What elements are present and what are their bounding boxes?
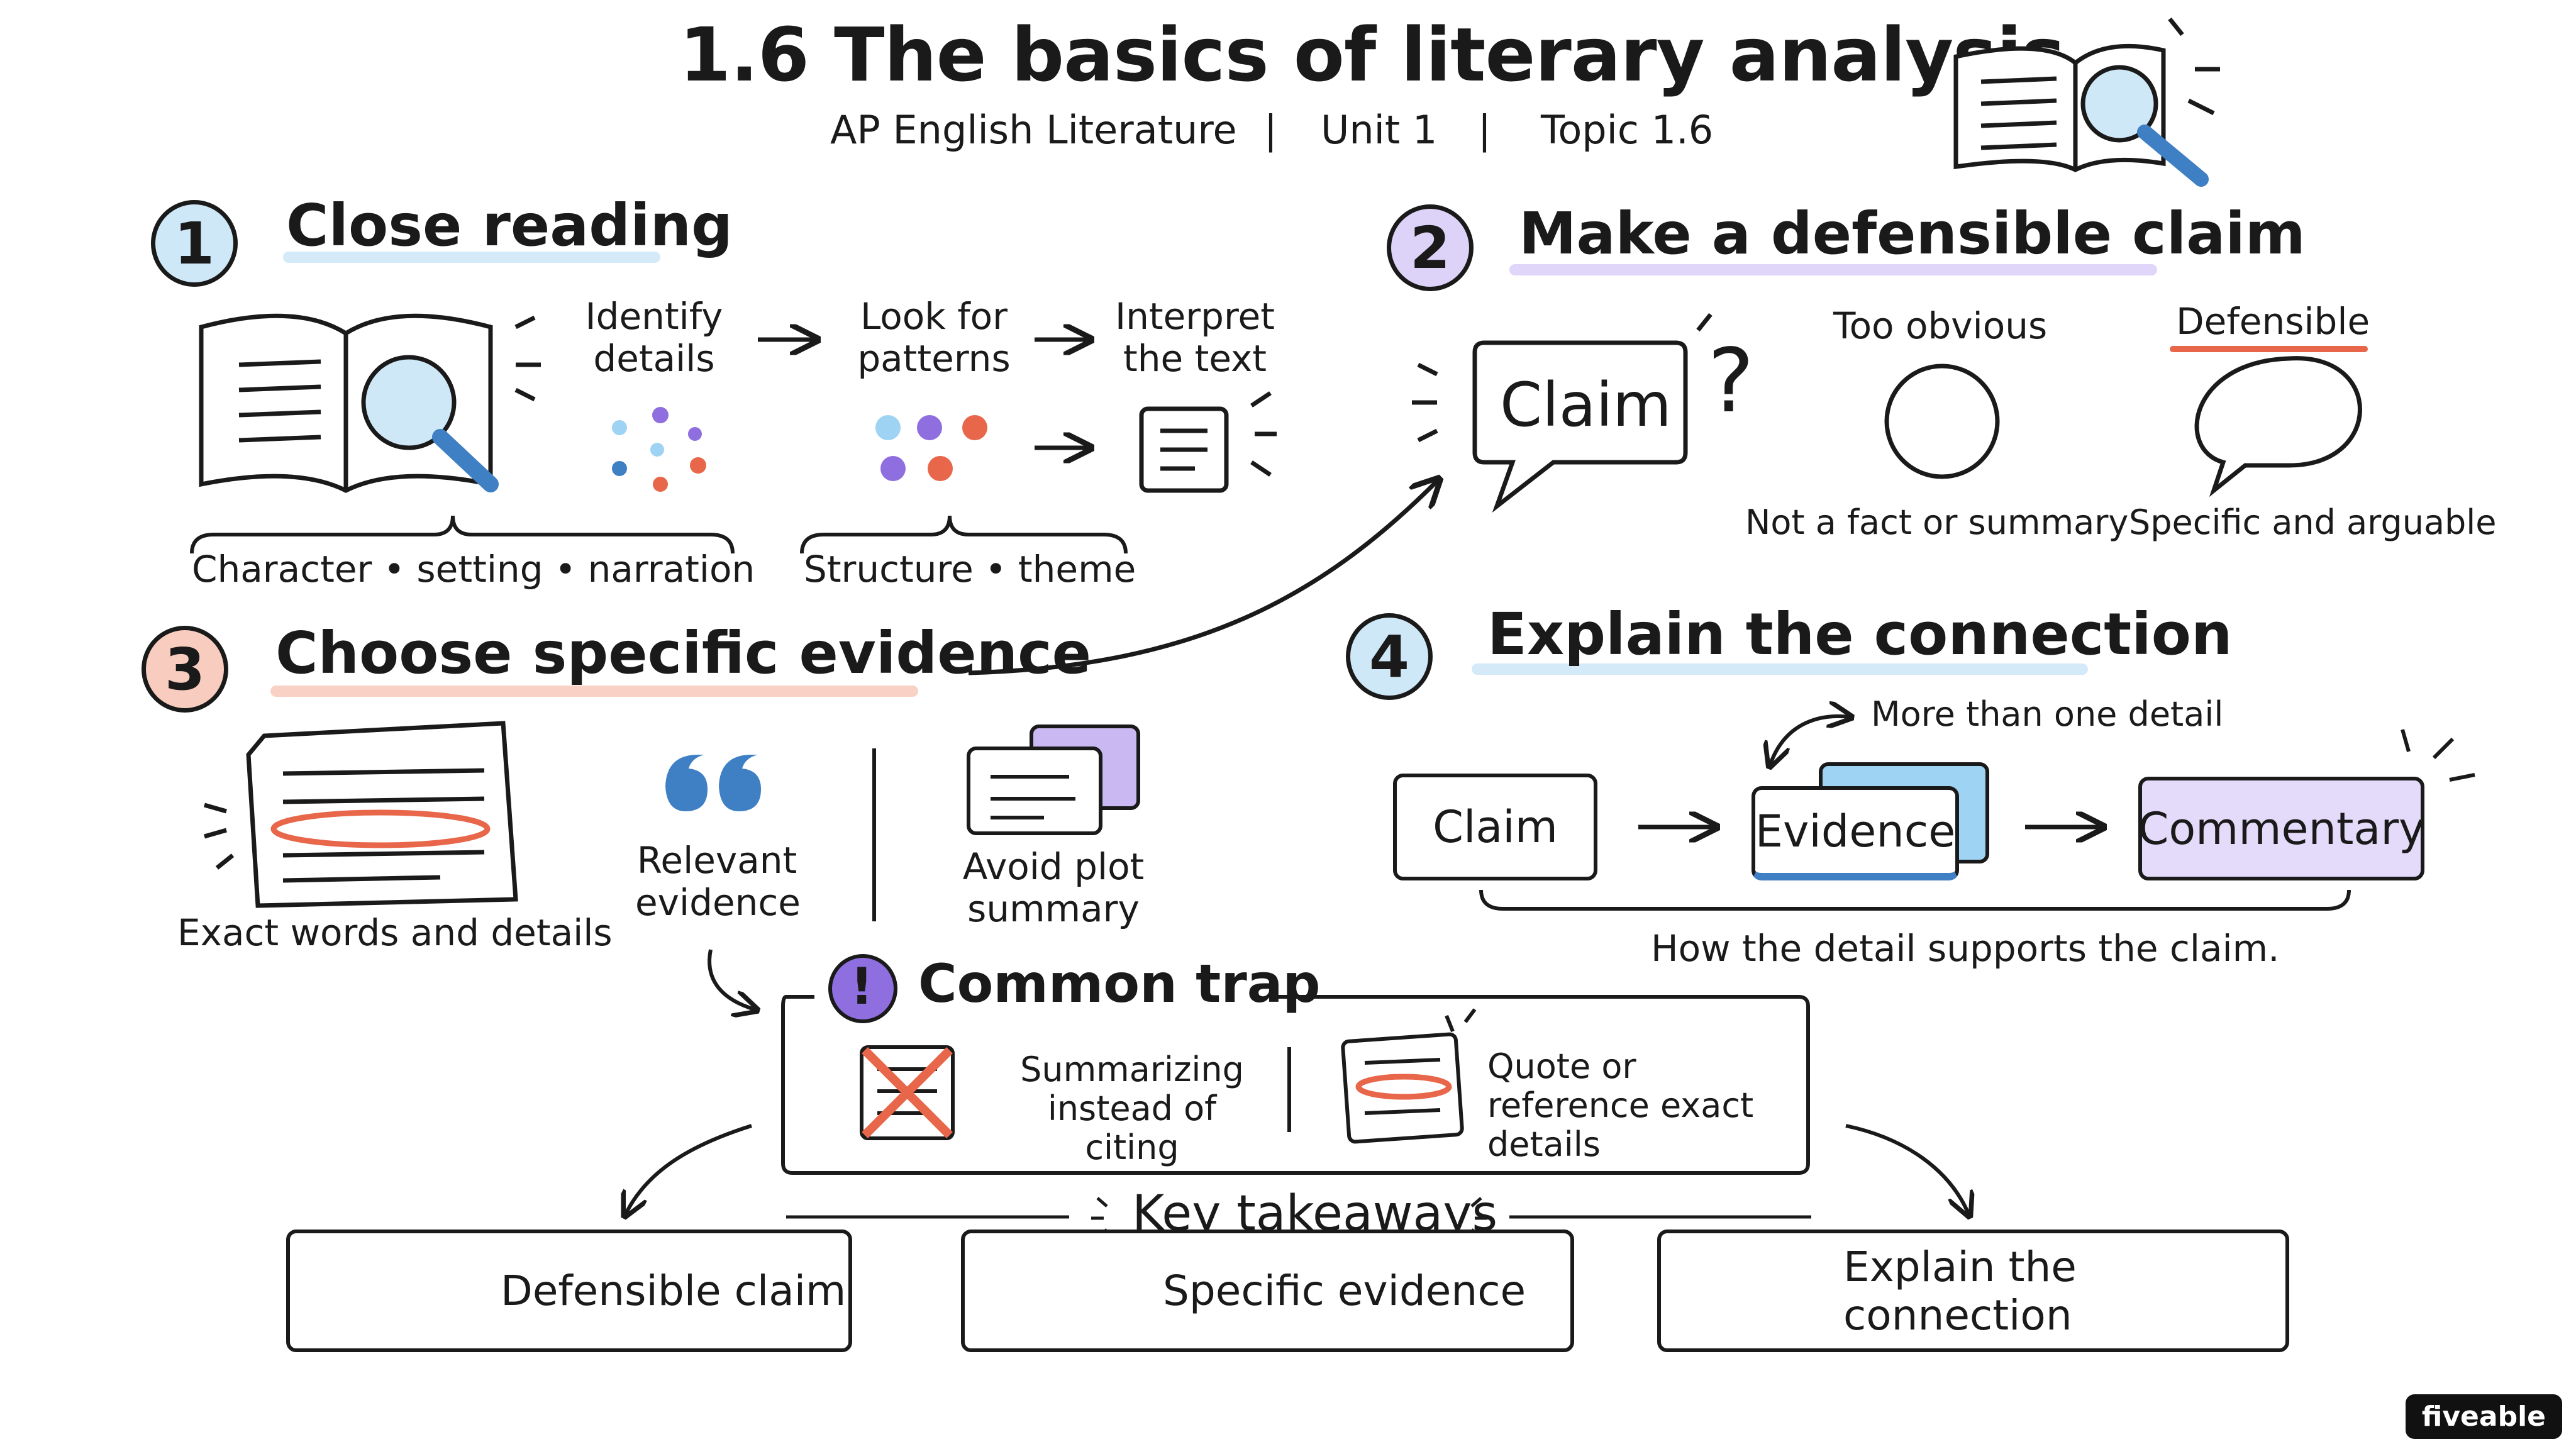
pattern-dots-icon [875, 415, 987, 481]
speech-bubble-icon [2194, 356, 2362, 497]
subtitle-separator: | [1478, 107, 1491, 153]
quoted-paper-icon [1341, 1008, 1477, 1144]
trap-good-quote: Quote or reference exact details [1487, 1046, 1754, 1165]
label-too-obvious: Too obvious [1833, 304, 2048, 347]
caption-specific-arguable: Specific and arguable [2129, 502, 2497, 542]
stacked-cards-icon [967, 724, 1140, 835]
step-interpret-text: Interpret the text [1115, 295, 1275, 380]
caption-relevant-evidence: Relevant evidence [635, 839, 801, 924]
empty-circle-icon [1884, 364, 2000, 479]
claim-bubble-text: Claim [1500, 370, 1672, 440]
step-number-4: 4 [1346, 613, 1433, 700]
title-highlight [283, 252, 660, 263]
brand-badge: fiveable [2405, 1394, 2562, 1439]
alert-icon [828, 954, 897, 1023]
caption-not-fact: Not a fact or summary [1745, 502, 2129, 542]
caption-detail-supports-claim: How the detail supports the claim. [1651, 927, 2280, 970]
open-book-magnifier-icon [199, 313, 541, 493]
quote-marks-icon [665, 755, 761, 811]
section-title-explain-connection: Explain the connection [1487, 601, 2233, 668]
flow-box-claim: Claim [1393, 774, 1597, 880]
takeaway-explain-connection: Explain the connection [1657, 1230, 2289, 1352]
alert-icon-mark: ! [850, 957, 874, 1016]
trap-bad-summarizing: Summarizing instead of citing [1020, 1050, 1244, 1168]
crossed-paper-icon [860, 1045, 955, 1140]
caption-exact-words: Exact words and details [177, 911, 613, 954]
title-highlight [270, 686, 918, 697]
claim-speech-bubble [1412, 313, 1713, 513]
takeaway-label: Specific evidence [1163, 1267, 1526, 1315]
paper-highlight-icon [204, 721, 518, 908]
header-book-magnifier-icon [1953, 17, 2220, 187]
takeaway-specific-evidence: Specific evidence [961, 1230, 1574, 1352]
takeaway-defensible-claim: Defensible claim [286, 1230, 852, 1352]
flow-box-evidence: Evidence [1752, 786, 1959, 880]
scattered-dots-icon [612, 407, 706, 492]
step-number-2: 2 [1387, 204, 1474, 291]
label-more-than-one-detail: More than one detail [1871, 694, 2224, 734]
step-look-for-patterns: Look for patterns [857, 295, 1011, 380]
page-title: 1.6 The basics of literary analysis [679, 11, 2065, 98]
step-number-3: 3 [142, 626, 228, 713]
caption-avoid-plot-summary: Avoid plot summary [962, 845, 1145, 930]
document-icon [1139, 391, 1277, 493]
subtitle-topic: Topic 1.6 [1541, 107, 1714, 153]
title-highlight [1509, 264, 2157, 275]
flow-label-commentary: Commentary [2138, 802, 2425, 855]
section-title-choose-evidence: Choose specific evidence [275, 619, 1092, 687]
subtitle-unit: Unit 1 [1321, 107, 1438, 153]
brace-label-character-setting: Character • setting • narration [192, 548, 755, 591]
flow-box-commentary: Commentary [2138, 777, 2425, 880]
takeaway-label: Defensible claim [501, 1267, 847, 1315]
section-title-defensible-claim: Make a defensible claim [1519, 200, 2306, 267]
trap-title: Common trap [918, 953, 1321, 1014]
title-highlight [1472, 663, 2088, 675]
brace-underline [190, 515, 1128, 554]
section-title-close-reading: Close reading [286, 192, 733, 259]
question-mark: ? [1707, 330, 1755, 433]
brace-label-structure-theme: Structure • theme [804, 548, 1136, 591]
takeaway-label: Explain the connection [1843, 1242, 2077, 1340]
label-defensible: Defensible [2176, 300, 2370, 343]
flow-label-claim: Claim [1433, 801, 1558, 853]
flow-label-evidence: Evidence [1755, 806, 1956, 857]
subtitle-course: AP English Literature [830, 107, 1237, 153]
step-number-1: 1 [151, 200, 238, 287]
step-identify-details: Identify details [585, 295, 723, 380]
subtitle-separator: | [1264, 107, 1277, 153]
